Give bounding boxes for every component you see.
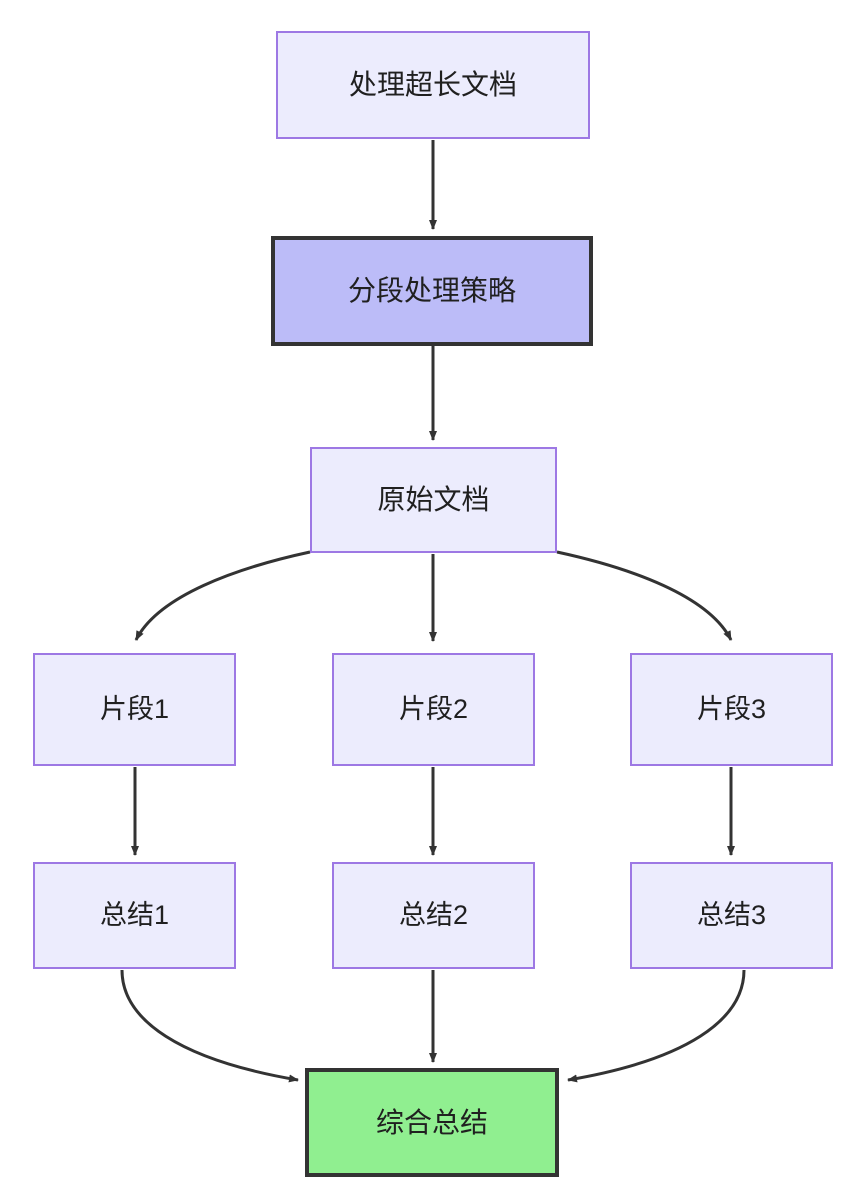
node-label: 片段3 [696,694,767,725]
node-label: 总结2 [398,900,469,931]
node-process-long-document[interactable]: 处理超长文档 [276,31,590,139]
node-label: 分段处理策略 [347,275,516,307]
node-chunking-strategy[interactable]: 分段处理策略 [271,236,593,346]
node-comprehensive-summary[interactable]: 综合总结 [305,1068,559,1177]
node-label: 总结3 [696,900,767,931]
edge-n7-n10 [120,969,299,1083]
node-fragment-3[interactable]: 片段3 [630,653,833,766]
node-original-document[interactable]: 原始文档 [310,447,557,553]
edge-n3-n4 [134,550,311,641]
node-label: 原始文档 [377,484,490,516]
node-fragment-1[interactable]: 片段1 [33,653,236,766]
edge-n9-n10 [567,969,746,1083]
node-label: 总结1 [99,900,170,931]
node-summary-3[interactable]: 总结3 [630,862,833,969]
edge-n3-n6 [556,550,733,641]
node-label: 综合总结 [375,1106,488,1138]
node-label: 片段1 [99,694,170,725]
node-label: 片段2 [398,694,469,725]
node-summary-1[interactable]: 总结1 [33,862,236,969]
node-fragment-2[interactable]: 片段2 [332,653,535,766]
node-summary-2[interactable]: 总结2 [332,862,535,969]
node-label: 处理超长文档 [348,69,517,101]
